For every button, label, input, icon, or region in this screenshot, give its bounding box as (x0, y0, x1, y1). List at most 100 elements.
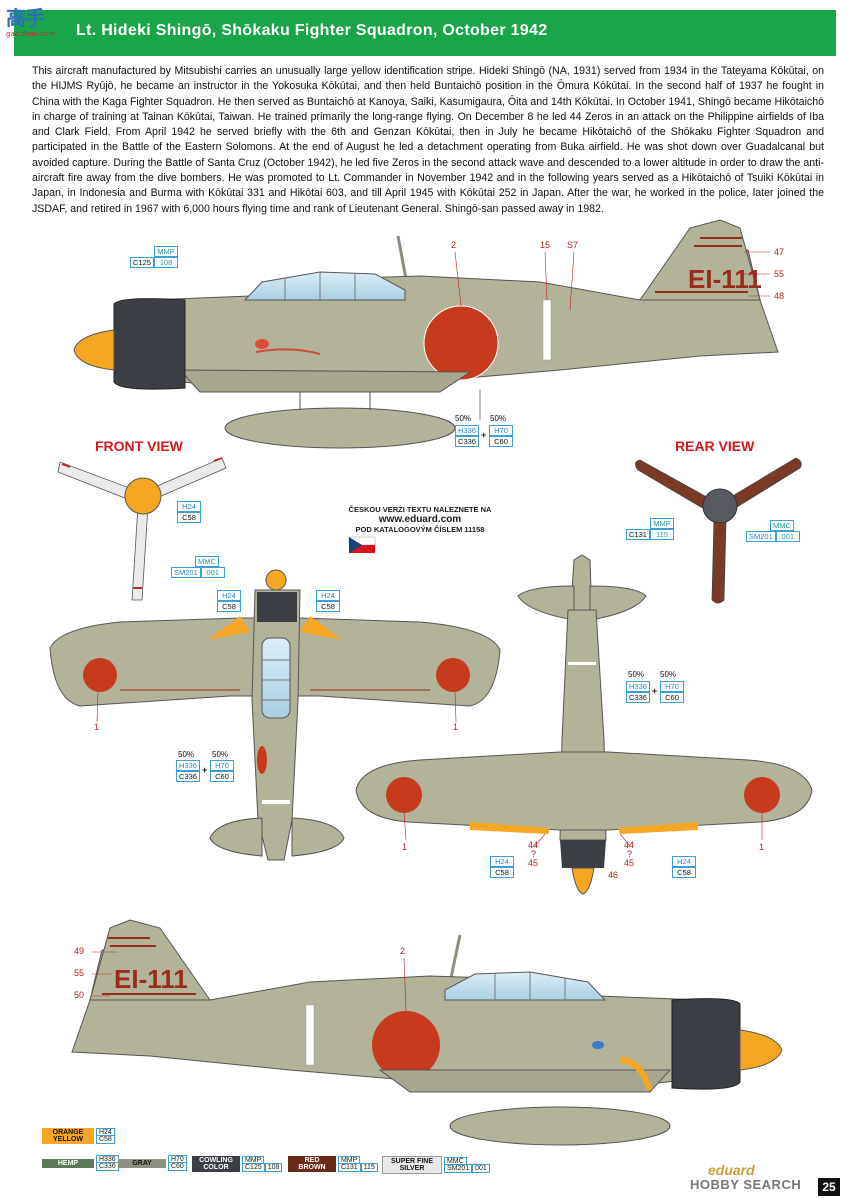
code-c60-under: C60 (660, 692, 684, 703)
callout-44-right: 44 (624, 840, 635, 850)
code-box-mix-plan-right: H70 C60 (210, 760, 234, 782)
plus-sign-plan: + (202, 765, 208, 775)
pct-under-right: 50% (660, 670, 677, 679)
legend-code: C125 (241, 1163, 265, 1172)
legend-code: SM201 (443, 1164, 473, 1173)
aircraft-history-text: This aircraft manufactured by Mitsubishi… (32, 65, 824, 215)
code-115: 115 (650, 529, 674, 540)
code-box-mix-top-right: H70 C60 (489, 425, 513, 447)
code-box-plan-orange-left: H24 C58 (217, 590, 241, 612)
code-mmc-rear: MMC (770, 520, 794, 531)
code-c58-under-r: C58 (672, 867, 696, 878)
callout-1-plan-left: 1 (94, 722, 100, 732)
pct-under-left: 50% (628, 670, 645, 679)
plus-sign: + (481, 430, 487, 440)
code-c58: C58 (177, 512, 201, 523)
callout-q-right: ? (627, 849, 633, 859)
callout-q-left: ? (531, 849, 537, 859)
code-c60: C60 (489, 436, 513, 447)
code-h70: H70 (489, 425, 513, 436)
code-h336-under: H336 (626, 681, 650, 692)
watermark-sub: gao.shou.com (6, 30, 56, 38)
code-c58-plan-r: C58 (316, 601, 340, 612)
code-c131: C131 (626, 529, 650, 540)
callout-1-plan-right: 1 (453, 722, 459, 732)
legend-code: H24 (95, 1128, 115, 1137)
code-108: 108 (154, 257, 178, 268)
front-view-title: FRONT VIEW (95, 438, 183, 454)
callout-48: 48 (774, 291, 785, 301)
legend-code: MMC (443, 1157, 467, 1166)
plan-view-underside (355, 554, 813, 895)
eduard-logo: eduard (708, 1162, 755, 1178)
callout-44-left: 44 (528, 840, 539, 850)
code-c58-under-l: C58 (490, 867, 514, 878)
code-mmp: MMP (154, 246, 178, 257)
legend-code: C58 (95, 1135, 115, 1144)
legend-code: C336 (95, 1162, 119, 1171)
czech-notice-line1: ČESKOU VERZI TEXTU NALEZNETE NA (348, 505, 492, 514)
code-box-under-orange-right: H24 C58 (672, 856, 696, 878)
callout-49: 49 (74, 946, 85, 956)
code-h336-plan: H336 (176, 760, 200, 771)
callout-55-bottom: 55 (74, 968, 85, 978)
czech-flag (348, 536, 376, 553)
callout-50: 50 (74, 990, 85, 1000)
legend-swatch-brown: RED BROWN (288, 1156, 336, 1172)
code-001-rear: 001 (775, 531, 800, 542)
code-box-spinner: H24 C58 (177, 501, 201, 523)
tail-code-bottom: EI-111 (114, 964, 188, 994)
page-number: 25 (818, 1178, 840, 1196)
czech-notice-url: www.eduard.com (378, 514, 462, 525)
code-c336: C336 (455, 436, 479, 447)
callout-2-top: 2 (451, 240, 457, 250)
legend-swatch-hemp: HEMP (42, 1158, 94, 1168)
callout-1-under-left: 1 (402, 842, 408, 852)
code-h24-plan-l: H24 (217, 590, 241, 601)
watermark-logo: 高手 gao.shou.com (2, 0, 72, 50)
callout-s7: S7 (567, 240, 579, 250)
title-bar: Lt. Hideki Shingō, Shōkaku Fighter Squad… (14, 10, 836, 56)
code-c336-plan: C336 (176, 771, 200, 782)
code-h70-plan: H70 (210, 760, 234, 771)
code-h24: H24 (177, 501, 201, 512)
legend-code: MMP (241, 1156, 265, 1165)
code-sm201: SM201 (171, 567, 201, 578)
hobby-search-logo: HOBBY SEARCH (690, 1177, 802, 1192)
code-mmp-brown: MMP (650, 518, 674, 529)
legend-swatch-orange: ORANGE YELLOW (42, 1128, 94, 1144)
czech-notice-line3: POD KATALOGOVÝM ČÍSLEM 11158 (355, 525, 485, 534)
legend-code: 001 (472, 1164, 490, 1173)
code-h24-under-l: H24 (490, 856, 514, 867)
code-box-plan-orange-right: H24 C58 (316, 590, 340, 612)
czech-version-notice: ČESKOU VERZI TEXTU NALEZNETE NA www.edua… (330, 505, 510, 534)
tail-code-top: EI-111 (688, 264, 762, 294)
code-sm201-rear: SM201 (746, 531, 776, 542)
front-view-propeller (57, 457, 227, 601)
pct-plan-right: 50% (212, 750, 229, 759)
pct-left-top: 50% (455, 414, 472, 423)
legend-code: C60 (167, 1162, 187, 1171)
code-h24-plan-r: H24 (316, 590, 340, 601)
code-box-mix-plan-left: H336 C336 (176, 760, 200, 782)
code-mmc: MMC (195, 556, 219, 567)
legend-code: C131 (337, 1163, 361, 1172)
side-view-right: EI-111 (71, 919, 783, 1146)
legend-code: H70 (167, 1155, 187, 1164)
callout-15: 15 (540, 240, 551, 250)
legend-code: 108 (264, 1163, 283, 1172)
callout-1-under-right: 1 (759, 842, 765, 852)
rear-view-title: REAR VIEW (675, 438, 755, 454)
legend-swatch-gray: GRAY (118, 1158, 166, 1168)
legend-code: 115 (360, 1163, 378, 1172)
callout-2-bottom: 2 (400, 946, 406, 956)
callout-46: 46 (608, 870, 619, 880)
legend-swatch-cowling: COWLING COLOR (192, 1156, 240, 1172)
callout-45-left: 45 (528, 858, 539, 868)
